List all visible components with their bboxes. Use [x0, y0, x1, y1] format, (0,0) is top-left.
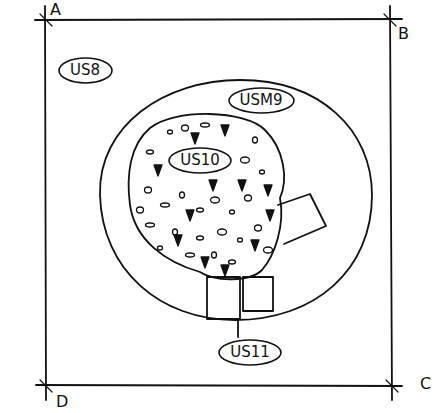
stone: [161, 203, 170, 207]
grid-corner-letter: D: [56, 394, 68, 410]
stone: [241, 157, 250, 163]
brick-fragment: [221, 125, 229, 136]
grid-line: [36, 385, 402, 386]
stone: [145, 187, 152, 193]
stone: [260, 170, 265, 174]
stone-block: [207, 277, 240, 319]
brick-fragment: [154, 165, 162, 176]
stone: [253, 137, 258, 143]
stone: [197, 208, 204, 212]
unit-label-oval: US8: [58, 57, 113, 84]
stone: [264, 247, 273, 253]
stone: [146, 223, 155, 227]
stone: [212, 252, 217, 258]
stone: [230, 210, 235, 214]
brick-fragment: [174, 235, 182, 246]
brick-fragment: [209, 180, 217, 191]
grid-corner-letter: B: [398, 26, 409, 42]
brick-fragment: [266, 210, 274, 221]
grid-corner-letter: C: [420, 376, 431, 392]
stone: [168, 130, 173, 134]
grid-corner-letter: A: [50, 2, 61, 18]
stone: [255, 225, 262, 231]
stone: [197, 236, 204, 240]
unit-number: US8: [70, 62, 100, 79]
corner-tick: [40, 14, 398, 392]
brick-fragment: [186, 210, 194, 221]
unit-number: US10: [180, 152, 220, 169]
stone: [229, 260, 236, 264]
stone: [180, 192, 185, 198]
stone: [173, 229, 178, 235]
stone: [211, 197, 220, 203]
unit-number: USM9: [240, 92, 283, 109]
brick-fragment: [201, 257, 209, 268]
cut-outline: [100, 80, 372, 320]
stone: [201, 123, 210, 127]
stone: [245, 195, 252, 201]
stone: [186, 253, 195, 257]
unit-label-oval: US11: [218, 339, 282, 366]
unit-number: US11: [230, 344, 270, 361]
brick-fragment: [251, 240, 259, 251]
stone-block: [243, 277, 273, 311]
stone-block: [278, 194, 326, 244]
brick-fragment: [191, 133, 199, 144]
leader-line: [237, 320, 239, 337]
unit-label-oval: USM9: [228, 87, 295, 114]
stone: [238, 238, 243, 242]
stone: [137, 207, 144, 213]
brick-fragment: [221, 265, 229, 276]
stone: [158, 246, 163, 250]
stone: [218, 229, 227, 235]
stone: [182, 125, 189, 131]
brick-fragment: [264, 185, 272, 196]
grid-line: [390, 6, 392, 400]
unit-label-oval: US10: [168, 147, 232, 174]
stone: [147, 150, 154, 154]
fill-outline: [129, 114, 285, 279]
grid-line: [35, 19, 402, 20]
brick-fragment: [238, 180, 246, 191]
grid-line: [45, 6, 46, 400]
